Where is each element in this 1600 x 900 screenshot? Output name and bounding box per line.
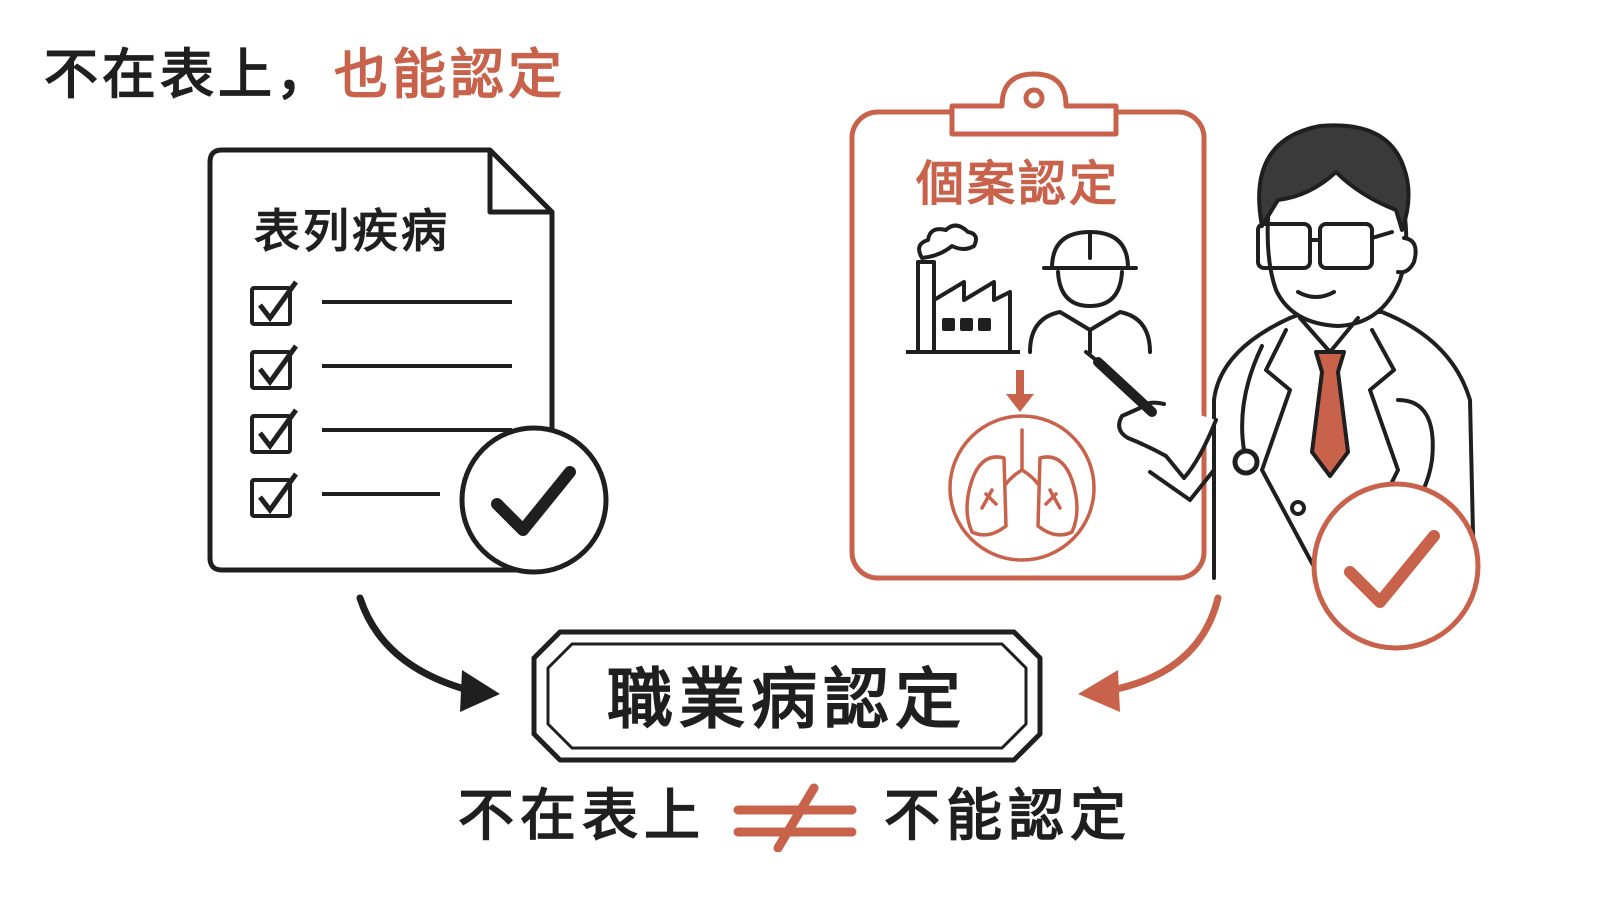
check-circle-icon [459,425,609,575]
headline-part1: 不在表上， [44,43,334,106]
checkbox-icon [250,280,512,326]
pen-icon [1084,350,1157,417]
document-title: 表列疾病 [254,204,450,258]
arrow-icon [356,594,500,712]
arrow-icon [1078,594,1222,712]
footer: 不在表上 不能認定 [458,782,1132,852]
checkbox-icon [250,408,512,454]
factory-icon [906,223,1020,354]
headline: 不在表上，也能認定 [44,30,566,109]
checklist [250,280,512,518]
checkbox-icon [250,344,512,390]
checkbox-icon [250,472,440,518]
footer-left: 不在表上 [458,784,706,849]
lungs-icon [948,414,1096,562]
case-board-title: 個案認定 [915,156,1120,212]
headline-part2: 也能認定 [334,43,566,106]
footer-right: 不能認定 [884,784,1132,849]
clipboard-icon [849,71,1207,581]
center-box-label: 職業病認定 [607,661,967,738]
arrow-icon [1006,370,1034,412]
check-circle-icon [1311,481,1481,651]
worker-icon [1028,230,1152,354]
center-box [531,629,1043,763]
not-equal-icon [733,783,857,852]
